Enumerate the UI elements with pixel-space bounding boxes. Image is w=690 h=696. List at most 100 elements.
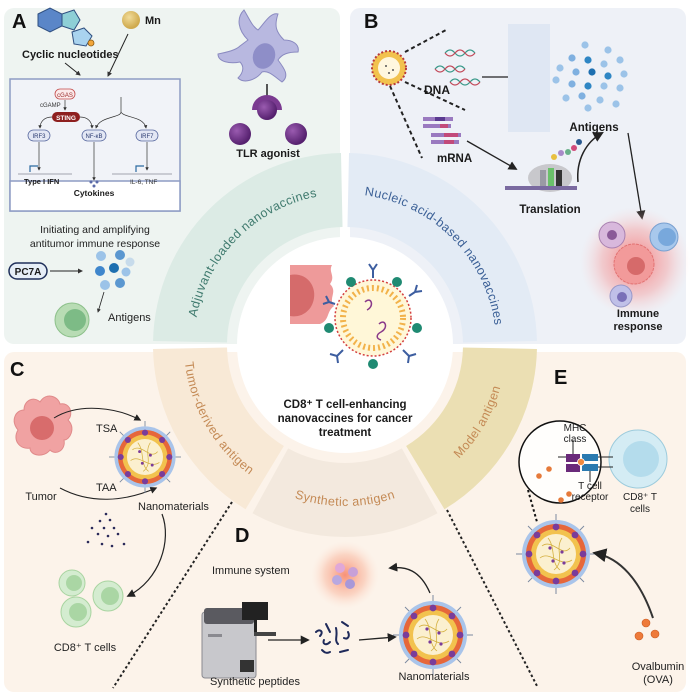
cd8-t-cells-label: CD8⁺ T cells <box>54 642 117 654</box>
ova-label-line1: Ovalbumin <box>632 661 685 673</box>
antigen-dot <box>562 94 570 102</box>
antigen-dot <box>584 104 592 112</box>
cgamp-label: cGAMP <box>40 103 61 109</box>
ribosome-icon <box>505 139 582 192</box>
antigen-dot <box>581 41 589 49</box>
panel-b-letter: B <box>364 11 378 33</box>
response-line2: antitumor immune response <box>30 238 160 250</box>
cd8-t-cells-icon <box>58 569 124 628</box>
tlr-agonist-label: TLR agonist <box>236 148 300 160</box>
center-title-line3: treatment <box>319 427 372 439</box>
panel-c-letter: C <box>10 359 24 381</box>
irf3-node: IRF3 <box>32 134 46 140</box>
dna-label: DNA <box>424 83 450 97</box>
antigen-dot <box>112 526 116 530</box>
nanomaterial-icon-e <box>515 513 597 595</box>
taa-label: TAA <box>96 482 117 494</box>
antigen-dot <box>604 72 612 80</box>
tcr-label-line1: T cell <box>578 481 602 492</box>
panel-c: C Tumor TSA TAA Nanomaterials CD8⁺ T cel… <box>10 359 209 654</box>
panel-b: B DNA Antigens mRNA <box>364 11 690 333</box>
separator-c-d <box>112 501 233 689</box>
irf7-node: IRF7 <box>140 134 154 140</box>
cytokines-label: Cytokines <box>74 188 115 198</box>
cd8-e-label-line1: CD8⁺ T <box>623 492 657 503</box>
antigen-dot <box>600 60 608 68</box>
antigen-dot <box>588 68 596 76</box>
ring-segment-model-antigen <box>406 347 537 510</box>
antigen-dot <box>110 544 114 548</box>
response-line1: Initiating and amplifying <box>40 224 150 236</box>
antigen-dot <box>108 518 112 522</box>
antigen-dot <box>578 92 586 100</box>
nanovaccine-particle-icon <box>322 263 423 369</box>
ring-segment-adjuvant-loaded-nanovaccines <box>153 153 343 343</box>
antigen-dot <box>104 512 108 516</box>
ring-segment-tumor-derived-antigen <box>153 347 284 510</box>
ring-segment-synthetic-antigen <box>252 448 438 537</box>
panel-a-letter: A <box>12 11 26 33</box>
pc7a-badge <box>8 262 48 280</box>
antigen-dot <box>616 84 624 92</box>
antigen-cluster-icon <box>95 250 135 290</box>
antigens-label-a: Antigens <box>108 312 151 324</box>
panel-e-letter: E <box>554 367 567 389</box>
mn-label: Mn <box>145 15 161 27</box>
antigen-dot <box>556 64 564 72</box>
center-illustration: CD8⁺ T cell-enhancing nanovaccines for c… <box>278 263 423 439</box>
cd8-e-label-line2: cells <box>630 504 650 515</box>
antigen-dot <box>568 80 576 88</box>
center-title-line2: nanovaccines for cancer <box>278 413 413 425</box>
cyclic-nucleotide-icon <box>37 7 95 47</box>
immune-cell-icon <box>54 302 90 338</box>
immune-response-line2: response <box>614 321 663 333</box>
mhc-tcr-complex-icon <box>558 440 613 482</box>
antigens-label-b: Antigens <box>569 122 618 134</box>
sting-node: STING <box>56 115 76 122</box>
immune-response-line1: Immune <box>617 308 659 320</box>
cell-membrane-icon <box>508 24 550 132</box>
panel-d-letter: D <box>235 525 249 547</box>
nanomaterials-label-d: Nanomaterials <box>399 671 470 683</box>
antigen-dots-icon <box>86 512 126 548</box>
tumor-icon <box>13 395 73 456</box>
antigen-dot <box>568 54 576 62</box>
translation-label: Translation <box>519 204 580 216</box>
ring-segment-nucleic-acid-based-nanovaccines <box>347 153 537 343</box>
antigens-cluster-b <box>552 41 628 112</box>
peptide-synthesizer-icon <box>201 602 276 679</box>
immune-system-label: Immune system <box>212 565 290 577</box>
cyclic-nucleotides-label: Cyclic nucleotides <box>22 49 119 61</box>
antigen-dot <box>620 70 628 78</box>
synthetic-peptides-label: Synthetic peptides <box>210 676 300 688</box>
antigen-dot <box>600 82 608 90</box>
panel-e: E MHC class T cell receptor CD8⁺ T cells <box>515 367 685 686</box>
center-title-line1: CD8⁺ T cell-enhancing <box>283 399 406 411</box>
mhc-label-line2: class <box>564 434 587 445</box>
immune-system-glow <box>311 541 379 609</box>
antigen-dot <box>552 76 560 84</box>
ova-dots-in-circle <box>536 466 572 503</box>
ovalbumin-icon <box>634 618 660 641</box>
mhc-label-line1: MHC <box>564 423 587 434</box>
tsa-label: TSA <box>96 423 118 435</box>
panel-d: D Immune system Synthetic peptides Nanom… <box>201 525 474 688</box>
dna-icon <box>434 49 481 86</box>
cd8-t-cell-icon-e <box>608 429 668 489</box>
antigen-dot <box>96 532 100 536</box>
antigen-dot <box>596 96 604 104</box>
il6-tnf-label: IL-6, TNF <box>130 179 157 186</box>
antigen-dot <box>616 56 624 64</box>
immune-system-cells-icon <box>332 563 358 589</box>
antigen-dot <box>116 532 120 536</box>
zoom-circle <box>518 420 602 504</box>
mrna-label: mRNA <box>437 153 472 165</box>
antigen-dot <box>584 56 592 64</box>
type1-ifn-label: Type I IFN <box>24 177 59 186</box>
antigen-dot <box>100 542 104 546</box>
mrna-icon <box>423 117 461 144</box>
antigen-dot <box>90 526 94 530</box>
antigen-dot <box>106 534 110 538</box>
